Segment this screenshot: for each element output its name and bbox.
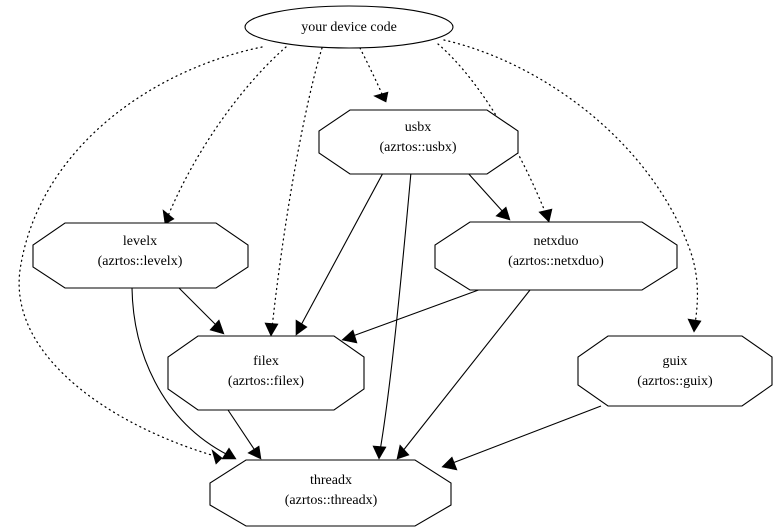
filex-octagon[interactable] xyxy=(167,335,365,411)
levelx-label-line1: levelx xyxy=(123,234,157,249)
device-code-label: your device code xyxy=(301,20,397,35)
edge-usbx-to-threadx xyxy=(372,160,413,460)
edge-levelx-to-filex xyxy=(177,286,225,335)
edge-levelx-to-threadx xyxy=(131,287,237,460)
usbx-octagon[interactable] xyxy=(318,109,519,175)
threadx-label-line1: threadx xyxy=(310,473,352,488)
levelx-label-line2: (azrtos::levelx) xyxy=(98,254,183,269)
edge-filex-to-threadx xyxy=(227,409,262,460)
node-layer: your device code usbx (azrtos::usbx) lev… xyxy=(32,5,773,527)
usbx-label-line1: usbx xyxy=(405,120,431,135)
edge-device-to-levelx xyxy=(162,46,287,225)
node-usbx[interactable]: usbx (azrtos::usbx) xyxy=(318,109,519,175)
node-levelx[interactable]: levelx (azrtos::levelx) xyxy=(32,222,249,289)
node-guix[interactable]: guix (azrtos::guix) xyxy=(577,335,773,407)
edge-usbx-to-filex xyxy=(295,159,391,336)
device-code-ellipse[interactable] xyxy=(244,5,454,49)
usbx-label-line2: (azrtos::usbx) xyxy=(380,140,457,155)
node-threadx[interactable]: threadx (azrtos::threadx) xyxy=(209,459,452,527)
edge-guix-to-threadx xyxy=(441,405,602,471)
netxduo-label-line2: (azrtos::netxduo) xyxy=(508,254,604,269)
node-netxduo[interactable]: netxduo (azrtos::netxduo) xyxy=(434,221,678,291)
guix-octagon[interactable] xyxy=(577,335,773,407)
filex-label-line2: (azrtos::filex) xyxy=(228,374,305,389)
edge-netxduo-to-threadx-left xyxy=(341,287,485,344)
edge-netxduo-to-threadx xyxy=(396,289,531,460)
node-filex[interactable]: filex (azrtos::filex) xyxy=(167,335,365,411)
node-device-code[interactable]: your device code xyxy=(244,5,454,49)
edge-device-to-threadx xyxy=(18,46,263,465)
edge-layer xyxy=(18,39,702,471)
threadx-octagon[interactable] xyxy=(209,459,452,527)
filex-label-line1: filex xyxy=(253,354,279,369)
netxduo-label-line1: netxduo xyxy=(533,234,578,249)
edge-device-to-guix xyxy=(443,39,702,333)
threadx-label-line2: (azrtos::threadx) xyxy=(285,493,378,508)
edge-device-to-usbx xyxy=(359,47,389,103)
guix-label-line2: (azrtos::guix) xyxy=(637,374,713,389)
edge-device-to-filex xyxy=(264,47,323,337)
guix-label-line1: guix xyxy=(663,354,688,369)
netxduo-octagon[interactable] xyxy=(434,221,678,291)
levelx-octagon[interactable] xyxy=(32,222,249,289)
